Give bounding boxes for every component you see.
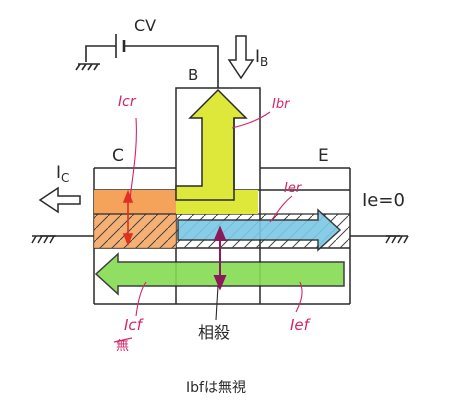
ibr-label: Ibr bbox=[272, 97, 291, 112]
collector-region-fill bbox=[94, 190, 176, 214]
icr-small-arrow bbox=[122, 189, 134, 247]
footnote: Ibfは無視 bbox=[186, 380, 246, 396]
emitter-terminal-label: E bbox=[318, 146, 329, 166]
label-leaders bbox=[129, 111, 303, 317]
ibr-arrow bbox=[175, 88, 248, 201]
base-terminal-label: B bbox=[188, 66, 198, 84]
cv-label: CV bbox=[134, 16, 156, 35]
icf-label: Icf bbox=[124, 316, 145, 334]
ib-label: IB bbox=[255, 47, 268, 69]
cancel-double-arrow bbox=[213, 225, 227, 291]
collector-terminal-label: C bbox=[112, 146, 124, 166]
ier-label: Ier bbox=[284, 181, 303, 196]
collector-ground bbox=[31, 235, 94, 244]
ib-arrow bbox=[227, 35, 255, 80]
ic-label: IC bbox=[56, 163, 69, 185]
ic-arrow bbox=[38, 186, 81, 214]
base-supply-circuit bbox=[75, 34, 219, 88]
cancel-label: 相殺 bbox=[198, 323, 230, 342]
ief-label: Ief bbox=[290, 316, 312, 334]
ie-zero-label: Ie=0 bbox=[362, 190, 405, 211]
under-icf-mark: 無 bbox=[116, 339, 129, 354]
icr-label: Icr bbox=[118, 94, 137, 110]
emitter-ground bbox=[350, 235, 409, 244]
